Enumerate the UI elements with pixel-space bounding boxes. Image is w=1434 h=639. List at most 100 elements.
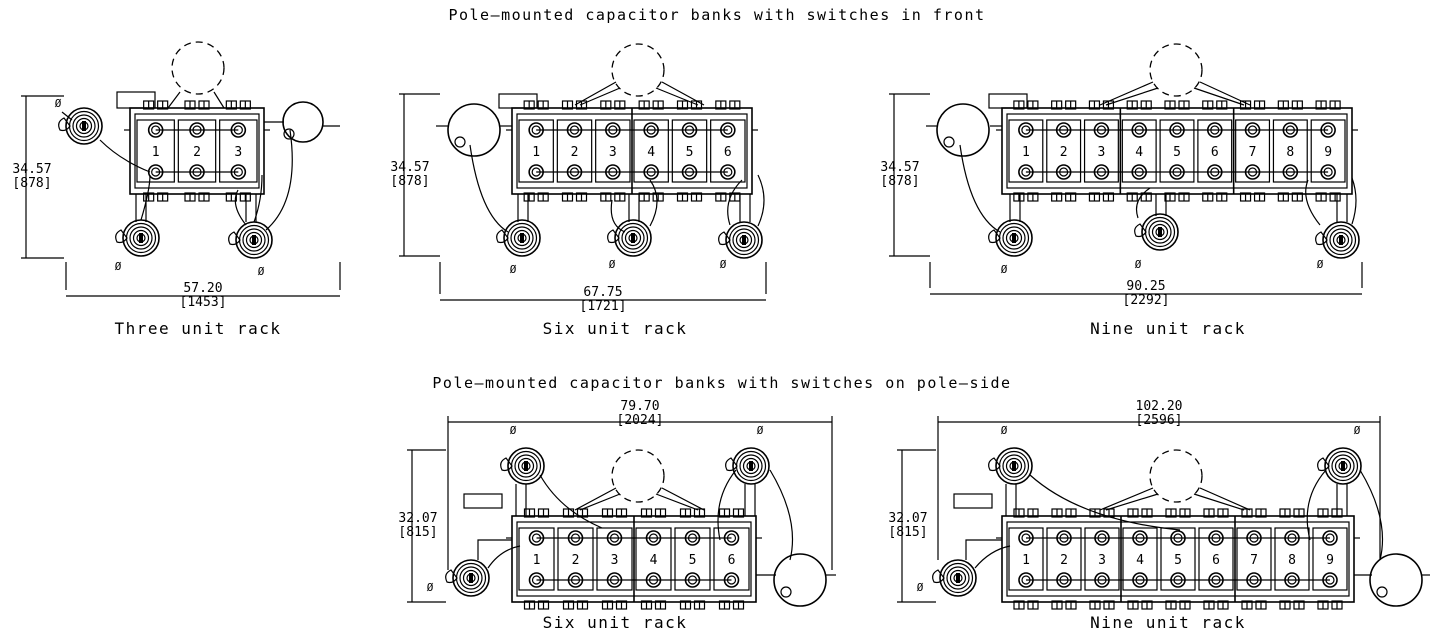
phi-symbol: Ø — [1317, 258, 1324, 271]
capacitor-unit — [219, 119, 258, 183]
capacitor-unit — [177, 119, 217, 183]
switch-ring — [949, 569, 967, 587]
unit-number: 1 — [532, 145, 540, 160]
capacitor-unit — [1272, 119, 1308, 183]
rack-caption: Six unit rack — [543, 613, 688, 632]
unit-number: 9 — [1324, 145, 1332, 160]
capacitor-unit — [595, 119, 631, 183]
phi-symbol: Ø — [510, 424, 517, 437]
capacitor-unit — [136, 119, 175, 183]
phi-symbol: Ø — [115, 260, 122, 273]
oil-tank — [1369, 553, 1423, 607]
rack-inner-frame — [134, 113, 260, 189]
phi-leader — [61, 111, 73, 121]
capacitor-unit — [1122, 527, 1158, 591]
switch-ring — [1332, 231, 1350, 249]
phi-symbol: Ø — [55, 97, 62, 110]
capacitor-unit — [1084, 527, 1120, 591]
height-dimension: 34.57 — [880, 160, 919, 175]
switch-center — [749, 461, 753, 471]
wiring — [469, 144, 765, 233]
switch-ring — [1334, 457, 1352, 475]
switch-ring — [517, 457, 535, 475]
switch-ring — [1151, 223, 1169, 241]
switch-center — [524, 461, 528, 471]
pole-outline — [1149, 43, 1203, 97]
oil-tank — [936, 103, 990, 157]
switch-center — [252, 235, 256, 245]
capacitor-unit — [1008, 527, 1044, 591]
capacitor-unit — [596, 527, 633, 591]
phi-symbol: Ø — [427, 581, 434, 594]
pole-outline — [611, 43, 665, 97]
switch — [718, 221, 763, 259]
unit-number: 3 — [609, 145, 617, 160]
switch — [988, 219, 1033, 257]
wiring — [974, 469, 1383, 569]
switch-ring — [1148, 220, 1172, 244]
unit-number: 7 — [1250, 553, 1258, 568]
switch — [1317, 447, 1362, 485]
switch-center — [956, 573, 960, 583]
unit-number: 2 — [193, 145, 201, 160]
switch-center — [631, 233, 635, 243]
switch-ring — [513, 229, 531, 247]
capacitor-unit — [518, 527, 555, 591]
heading-switches-on-pole-side: Pole—mounted capacitor banks with switch… — [432, 374, 1011, 392]
unit-number: 3 — [611, 553, 619, 568]
switch-ring — [725, 221, 763, 259]
switch-ring — [995, 219, 1033, 257]
capacitor-unit — [671, 119, 708, 183]
arrester-bulb — [445, 569, 458, 584]
rack-frame — [129, 107, 265, 195]
width-dimension-metric: [2596] — [1136, 413, 1183, 428]
phi-symbol: Ø — [1354, 424, 1361, 437]
switch — [932, 559, 977, 597]
unit-number: 6 — [1211, 145, 1219, 160]
height-dimension: 34.57 — [390, 160, 429, 175]
switch-ring — [1141, 213, 1179, 251]
switch — [500, 447, 545, 485]
rack-caption: Nine unit rack — [1090, 319, 1246, 338]
arrester-bulb — [500, 457, 513, 472]
tank-port — [283, 128, 295, 140]
unit-number: 6 — [1212, 553, 1220, 568]
unit-number: 2 — [1060, 145, 1068, 160]
phi-symbol: Ø — [258, 265, 265, 278]
unit-number: 4 — [650, 553, 658, 568]
capacitor-unit — [1197, 119, 1233, 183]
unit-number: 1 — [1022, 145, 1030, 160]
width-dimension: 102.20 — [1136, 399, 1183, 414]
switch-ring — [65, 107, 103, 145]
capacitor-unit — [1312, 527, 1348, 591]
switch-center — [82, 121, 86, 131]
arrester-bulb — [496, 229, 509, 244]
switch-ring — [614, 219, 652, 257]
capacitor-unit — [1198, 527, 1234, 591]
unit-number: 8 — [1288, 553, 1296, 568]
pole-bracket — [1099, 487, 1251, 511]
unit-number: 2 — [571, 145, 579, 160]
rack-caption: Six unit rack — [543, 319, 688, 338]
leg — [517, 194, 751, 222]
arrester-bulb — [988, 457, 1001, 472]
phi-symbol: Ø — [757, 424, 764, 437]
switch-center — [139, 233, 143, 243]
switch — [58, 107, 103, 145]
phi-symbol: Ø — [720, 258, 727, 271]
unit-number: 4 — [1135, 145, 1143, 160]
pole-bracket — [167, 91, 225, 109]
switch-center — [1341, 461, 1345, 471]
pole-bracket — [574, 487, 705, 511]
unit-number: 9 — [1326, 553, 1334, 568]
arrester-bulb — [115, 229, 128, 244]
pole-outline — [1149, 449, 1203, 503]
unit-number: 4 — [1136, 553, 1144, 568]
arrester-bulb — [725, 457, 738, 472]
capacitor-unit — [1235, 119, 1271, 183]
width-dimension: 90.25 — [1126, 279, 1165, 294]
height-dimension-metric: [878] — [12, 176, 51, 191]
